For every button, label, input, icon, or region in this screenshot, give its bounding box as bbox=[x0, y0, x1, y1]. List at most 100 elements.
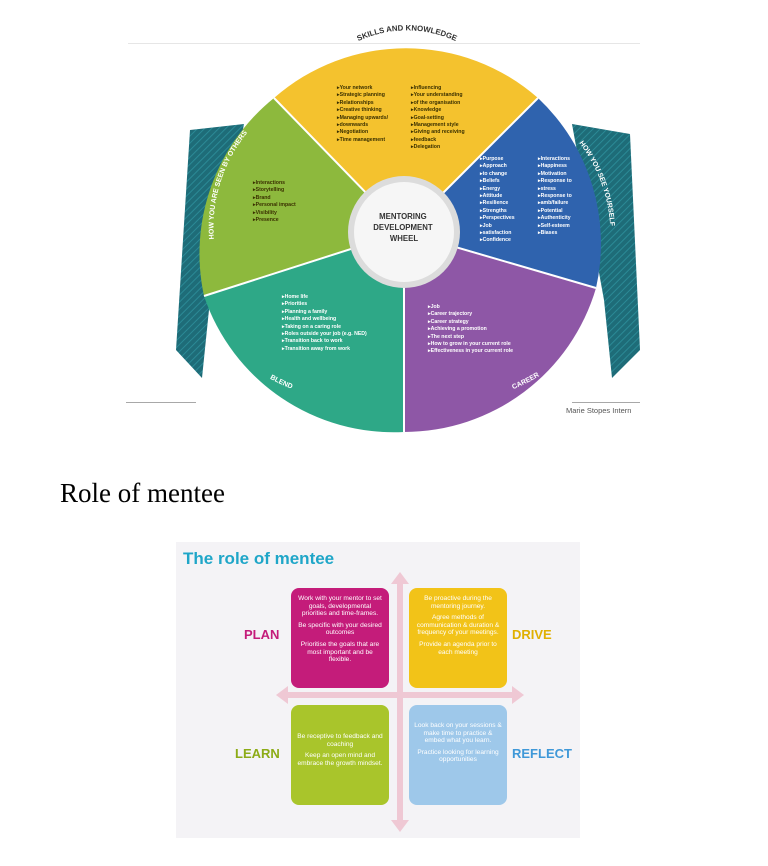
wheel-list-item: to change bbox=[480, 171, 515, 178]
reflect-box: Look back on your sessions & make time t… bbox=[409, 705, 507, 805]
wheel-list-item: Goal-setting bbox=[411, 115, 465, 122]
wheel-list-item: Taking on a caring role bbox=[282, 324, 367, 331]
wheel-list-item: How to grow in your current role bbox=[428, 341, 513, 348]
reflect-text-1: Look back on your sessions & make time t… bbox=[414, 722, 502, 745]
wheel-center bbox=[354, 182, 454, 282]
wheel-list-item: The next step bbox=[428, 334, 513, 341]
svg-text:MENTORING DEVELOPMENT: MENTORING DEVELOPMENT WHEEL bbox=[373, 212, 435, 243]
wheel-list-item: Storytelling bbox=[253, 187, 296, 194]
wheel-list-item: Management style bbox=[411, 122, 465, 129]
plan-text-3: Prioritise the goals that are most impor… bbox=[300, 640, 380, 664]
drive-text-1: Be proactive during the mentoring journe… bbox=[424, 595, 492, 610]
wheel-list-item: Response to bbox=[538, 193, 572, 200]
wheel-list-item: Strengths bbox=[480, 208, 515, 215]
wheel-list-item: Career trajectory bbox=[428, 311, 513, 318]
wheel-list-item: Roles outside your job (e.g. NED) bbox=[282, 331, 367, 338]
wheel-list-item: Self-esteem bbox=[538, 223, 572, 230]
drive-label: DRIVE bbox=[512, 627, 552, 642]
wheel-list-item: Negotiation bbox=[337, 129, 388, 136]
reflect-text-2: Practice looking for learning opportunit… bbox=[417, 748, 499, 764]
reflect-label: REFLECT bbox=[512, 746, 572, 761]
wheel-list-item: Motivation bbox=[538, 171, 572, 178]
divider-left bbox=[126, 402, 196, 403]
wheel-list-item: Resilience bbox=[480, 200, 515, 207]
mentee-title: The role of mentee bbox=[183, 549, 335, 568]
wheel-list-item: Presence bbox=[253, 217, 296, 224]
wheel-list-item: feedback bbox=[411, 137, 465, 144]
wheel-list-item: Authenticity bbox=[538, 215, 572, 222]
wheel-list-item: Beliefs bbox=[480, 178, 515, 185]
skills-list-right: InfluencingYour understandingof the orga… bbox=[411, 85, 465, 152]
wheel-list-item: Influencing bbox=[411, 85, 465, 92]
wheel-list-item: Visibility bbox=[253, 210, 296, 217]
wheel-list-item: amb/failure bbox=[538, 200, 572, 207]
drive-text-2: Agree methods of communication & duratio… bbox=[416, 614, 500, 637]
wheel-list-item: Your understanding bbox=[411, 92, 465, 99]
wheel-list-item: Response to bbox=[538, 178, 572, 185]
wheel-list-item: Biases bbox=[538, 230, 572, 237]
wheel-list-item: Potential bbox=[538, 208, 572, 215]
wheel-list-item: Planning a family bbox=[282, 309, 367, 316]
drive-text-3: Provide an agenda prior to each meeting bbox=[419, 640, 497, 656]
wheel-list-item: Approach bbox=[480, 163, 515, 170]
arrow-right-head bbox=[512, 686, 524, 704]
wheel-list-item: Achieving a promotion bbox=[428, 326, 513, 333]
arrow-down-head bbox=[391, 820, 409, 832]
wheel-list-item: Career strategy bbox=[428, 319, 513, 326]
wheel-list-item: downwards bbox=[337, 122, 388, 129]
plan-label: PLAN bbox=[244, 627, 280, 642]
blend-list: Home lifePrioritiesPlanning a familyHeal… bbox=[282, 294, 367, 353]
arrow-up-head bbox=[391, 572, 409, 584]
plan-box: Work with your mentor to set goals, deve… bbox=[291, 588, 389, 688]
wheel-list-item: Purpose bbox=[480, 156, 515, 163]
wheel-list-item: Strategic planning bbox=[337, 92, 388, 99]
wheel-list-item: Effectiveness in your current role bbox=[428, 348, 513, 355]
career-list: JobCareer trajectoryCareer strategyAchie… bbox=[428, 304, 513, 356]
center-title-line-1: MENTORING bbox=[379, 212, 427, 221]
drive-box: Be proactive during the mentoring journe… bbox=[409, 588, 507, 688]
others-list: InteractionsStorytellingBrandPersonal im… bbox=[253, 180, 296, 224]
plan-text-1: Work with your mentor to set goals, deve… bbox=[298, 595, 382, 618]
wheel-list-item: Perspectives bbox=[480, 215, 515, 222]
learn-text-1: Be receptive to feedback and coaching bbox=[297, 733, 383, 748]
wheel-list-item: satisfaction bbox=[480, 230, 515, 237]
image-credit: Marie Stopes Intern bbox=[566, 406, 632, 415]
wheel-list-item: Your network bbox=[337, 85, 388, 92]
center-title-line-2: DEVELOPMENT bbox=[373, 223, 433, 232]
self-list-right: InteractionsHappinessMotivationResponse … bbox=[538, 156, 572, 237]
learn-text-2: Keep an open mind and embrace the growth… bbox=[297, 752, 383, 767]
wheel-list-item: stress bbox=[538, 186, 572, 193]
horizontal-arrow-shaft bbox=[286, 692, 514, 698]
divider-right bbox=[572, 402, 640, 403]
learn-box: Be receptive to feedback and coaching Ke… bbox=[291, 705, 389, 805]
wheel-list-item: Time management bbox=[337, 137, 388, 144]
wheel-list-item: Managing upwards/ bbox=[337, 115, 388, 122]
divider-top bbox=[128, 43, 640, 44]
wheel-list-item: Interactions bbox=[538, 156, 572, 163]
wheel-list-item: Creative thinking bbox=[337, 107, 388, 114]
wheel-list-item: Transition back to work bbox=[282, 338, 367, 345]
wheel-list-item: Confidence bbox=[480, 237, 515, 244]
learn-label: LEARN bbox=[235, 746, 280, 761]
wheel-list-item: Priorities bbox=[282, 301, 367, 308]
mentoring-wheel-figure: MENTORING DEVELOPMENT WHEEL SKILLS AND K… bbox=[0, 0, 768, 440]
wheel-list-item: Personal impact bbox=[253, 202, 296, 209]
vertical-arrow-shaft bbox=[397, 582, 403, 822]
wheel-list-item: Transition away from work bbox=[282, 346, 367, 353]
wheel-list-item: Delegation bbox=[411, 144, 465, 151]
center-title-line-3: WHEEL bbox=[390, 234, 418, 243]
arrow-left-head bbox=[276, 686, 288, 704]
wheel-list-item: Brand bbox=[253, 195, 296, 202]
wheel-list-item: Home life bbox=[282, 294, 367, 301]
section-heading: Role of mentee bbox=[60, 478, 225, 508]
wheel-list-item: Happiness bbox=[538, 163, 572, 170]
wheel-list-item: Job bbox=[428, 304, 513, 311]
wheel-list-item: Health and wellbeing bbox=[282, 316, 367, 323]
skills-list-left: Your networkStrategic planningRelationsh… bbox=[337, 85, 388, 144]
wheel-list-item: Job bbox=[480, 223, 515, 230]
wheel-list-item: Energy bbox=[480, 186, 515, 193]
wheel-list-item: Relationships bbox=[337, 100, 388, 107]
wheel-list-item: Attitude bbox=[480, 193, 515, 200]
wheel-list-item: Giving and receiving bbox=[411, 129, 465, 136]
